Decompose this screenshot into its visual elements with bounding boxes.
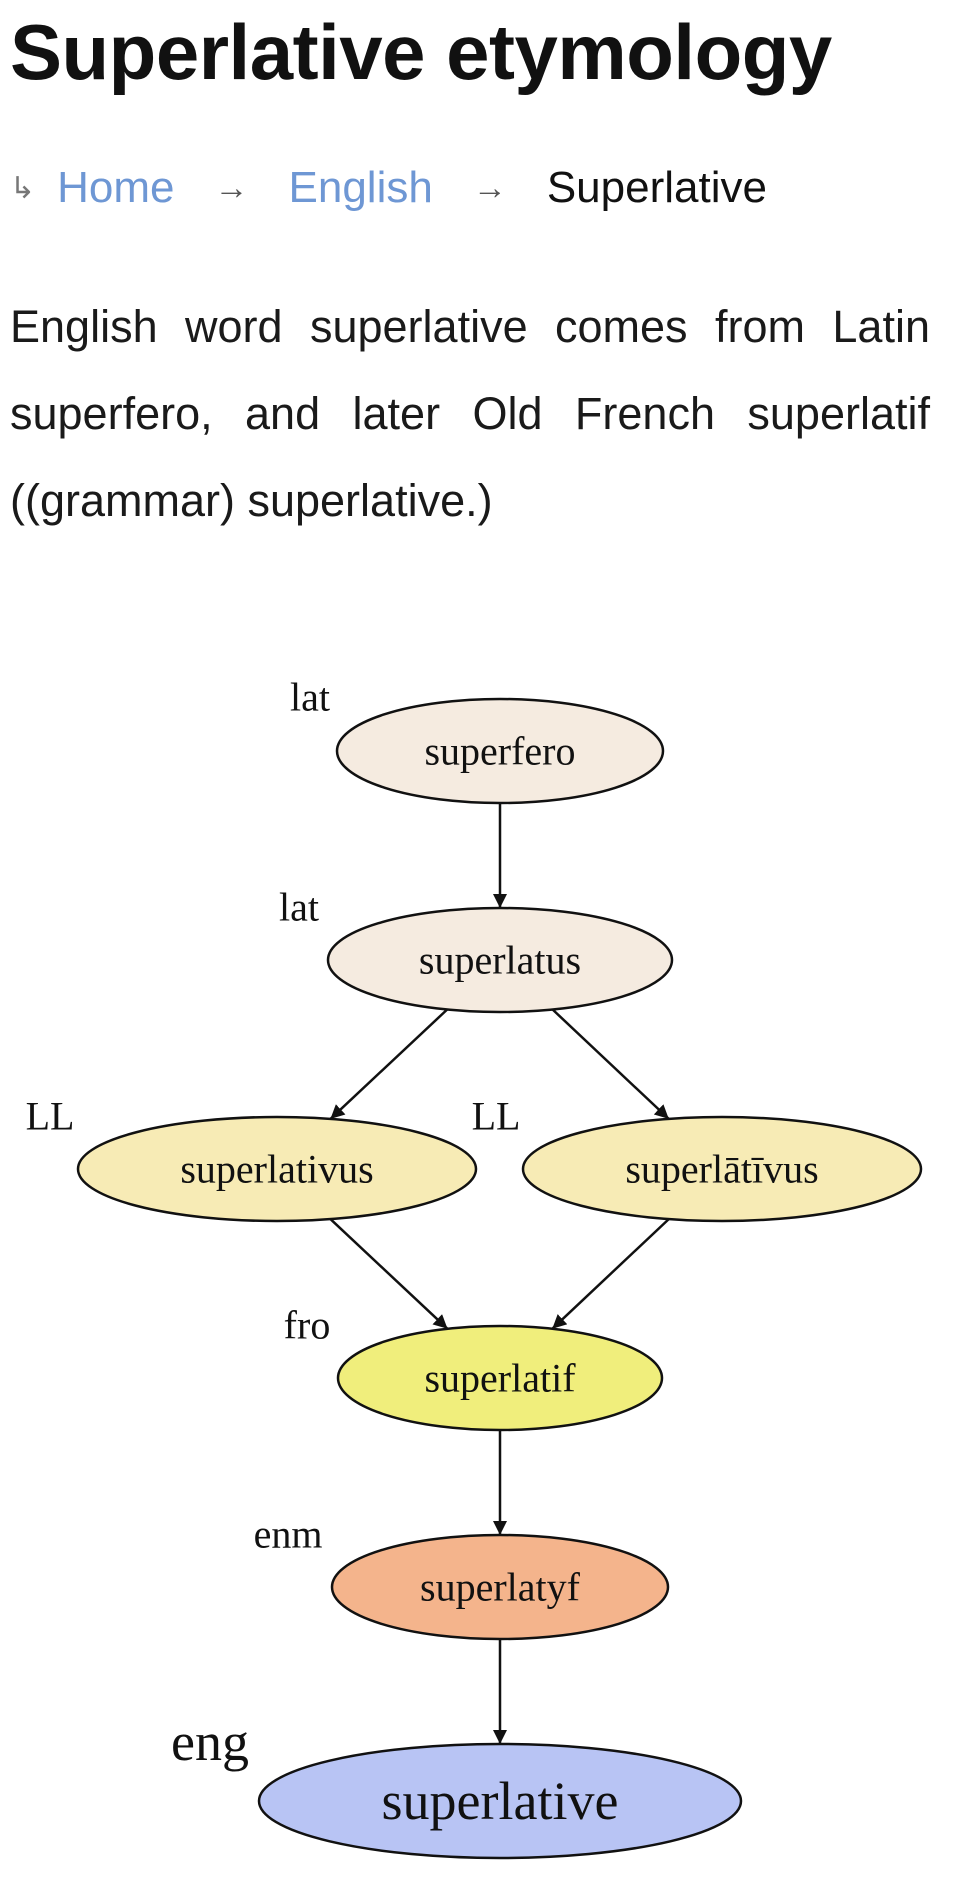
breadcrumb-home-link[interactable]: Home bbox=[57, 163, 175, 212]
breadcrumb-current: Superlative bbox=[546, 163, 767, 212]
graph-node-superlativus[interactable]: superlativus LL bbox=[26, 1094, 478, 1223]
return-arrow-icon: ↳ bbox=[10, 171, 36, 205]
node-word: superfero bbox=[424, 729, 575, 774]
node-word: superlativus bbox=[180, 1147, 373, 1192]
node-language-label: fro bbox=[284, 1303, 331, 1348]
breadcrumb-separator: → bbox=[214, 168, 249, 207]
node-language-label: lat bbox=[290, 675, 330, 720]
node-ellipse bbox=[336, 1324, 664, 1432]
node-word: superlatif bbox=[424, 1356, 576, 1401]
edge-superlatus-to-superlativus_macron bbox=[551, 1008, 670, 1120]
edge-superlativus-to-superlatif bbox=[329, 1218, 449, 1330]
graph-node-superlative[interactable]: superlative eng bbox=[171, 1712, 743, 1860]
graph-node-superlativus_macron[interactable]: superlātīvus LL bbox=[472, 1094, 923, 1223]
graph-node-superlatif[interactable]: superlatif fro bbox=[284, 1303, 664, 1432]
node-language-label: LL bbox=[472, 1094, 521, 1139]
page-title: Superlative etymology bbox=[10, 8, 832, 96]
node-language-label: eng bbox=[171, 1712, 249, 1772]
etymology-summary: English word superlative comes from Lati… bbox=[10, 301, 930, 526]
breadcrumb-separator: → bbox=[472, 168, 507, 207]
graph-node-superfero[interactable]: superfero lat bbox=[290, 675, 665, 805]
node-language-label: lat bbox=[279, 885, 319, 930]
node-word: superlatyf bbox=[420, 1565, 581, 1610]
node-ellipse bbox=[326, 906, 674, 1014]
graph-node-superlatus[interactable]: superlatus lat bbox=[279, 885, 674, 1014]
node-ellipse bbox=[335, 697, 665, 805]
node-ellipse bbox=[330, 1533, 670, 1641]
node-language-label: enm bbox=[254, 1512, 323, 1557]
node-language-label: LL bbox=[26, 1094, 75, 1139]
etymology-graph: superferolatsuperlatuslatsuperlativusLLs… bbox=[26, 675, 923, 1860]
node-word: superlative bbox=[382, 1771, 619, 1831]
node-ellipse bbox=[521, 1115, 923, 1223]
node-word: superlatus bbox=[419, 938, 581, 983]
breadcrumb: ↳ Home → English → Superlative bbox=[10, 160, 767, 216]
edge-superlatus-to-superlativus bbox=[329, 1008, 449, 1120]
graph-node-superlatyf[interactable]: superlatyf enm bbox=[254, 1512, 670, 1641]
node-ellipse bbox=[76, 1115, 478, 1223]
node-word: superlātīvus bbox=[625, 1147, 818, 1192]
edge-superlativus_macron-to-superlatif bbox=[551, 1218, 670, 1330]
breadcrumb-english-link[interactable]: English bbox=[288, 163, 433, 212]
node-ellipse bbox=[257, 1742, 743, 1860]
